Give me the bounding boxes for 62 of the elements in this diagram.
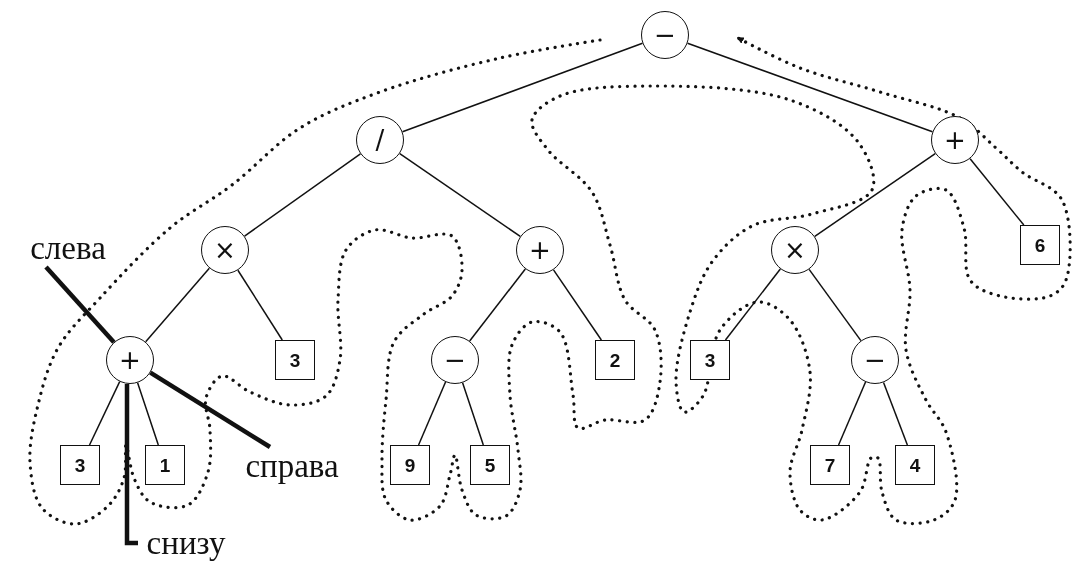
operator-circle xyxy=(201,226,249,274)
side-label: справа xyxy=(245,449,339,483)
operand-box xyxy=(145,445,185,485)
tree-edge xyxy=(837,381,867,446)
operand-box xyxy=(810,445,850,485)
operator-circle xyxy=(431,336,479,384)
operator-circle xyxy=(106,336,154,384)
operator-symbol: × xyxy=(784,237,806,263)
tree-edge xyxy=(399,152,521,238)
operator-symbol: − xyxy=(864,347,886,373)
operator-symbol: − xyxy=(444,347,466,373)
operand-value: 4 xyxy=(909,455,921,475)
operand-value: 9 xyxy=(404,455,416,475)
tree-edge xyxy=(969,157,1025,226)
operand-value: 2 xyxy=(609,350,621,370)
tree-edge xyxy=(724,268,782,341)
operand-value: 5 xyxy=(484,455,496,475)
operand-value: 3 xyxy=(74,455,86,475)
tree-edge xyxy=(686,42,934,133)
operand-box xyxy=(595,340,635,380)
operand-value: 1 xyxy=(159,455,171,475)
operator-circle xyxy=(516,226,564,274)
leader-line xyxy=(44,265,116,344)
operator-symbol: + xyxy=(119,347,141,373)
operator-symbol: − xyxy=(654,22,676,48)
tree-edge xyxy=(461,382,485,446)
tree-edge xyxy=(401,42,644,133)
leader-line xyxy=(124,384,138,546)
operator-circle xyxy=(771,226,819,274)
leader-line xyxy=(149,370,272,449)
operator-symbol: + xyxy=(529,237,551,263)
tree-edge xyxy=(417,381,447,446)
operand-box xyxy=(390,445,430,485)
operator-circle xyxy=(641,11,689,59)
tree-edge xyxy=(136,382,160,446)
operator-symbol: / xyxy=(375,127,385,153)
operand-box xyxy=(1020,225,1060,265)
tree-edge xyxy=(552,269,603,341)
tree-edge xyxy=(468,268,527,342)
operator-circle xyxy=(356,116,404,164)
side-label: снизу xyxy=(146,526,226,560)
operand-box xyxy=(690,340,730,380)
tree-edge xyxy=(882,381,909,446)
operator-circle xyxy=(931,116,979,164)
operand-box xyxy=(895,445,935,485)
tree-edge xyxy=(144,267,211,343)
tree-edge xyxy=(237,269,283,341)
tree-edge xyxy=(243,153,362,237)
side-label: слева xyxy=(30,231,106,265)
operand-box xyxy=(60,445,100,485)
tree-edge xyxy=(808,268,862,342)
tree-edge xyxy=(814,152,936,238)
operator-circle xyxy=(851,336,899,384)
operator-symbol: + xyxy=(944,127,966,153)
operand-box xyxy=(470,445,510,485)
operator-symbol: × xyxy=(214,237,236,263)
tree-edge xyxy=(88,380,121,446)
operand-value: 6 xyxy=(1034,235,1046,255)
operand-value: 7 xyxy=(824,455,836,475)
operand-value: 3 xyxy=(289,350,301,370)
operand-value: 3 xyxy=(704,350,716,370)
operand-box xyxy=(275,340,315,380)
